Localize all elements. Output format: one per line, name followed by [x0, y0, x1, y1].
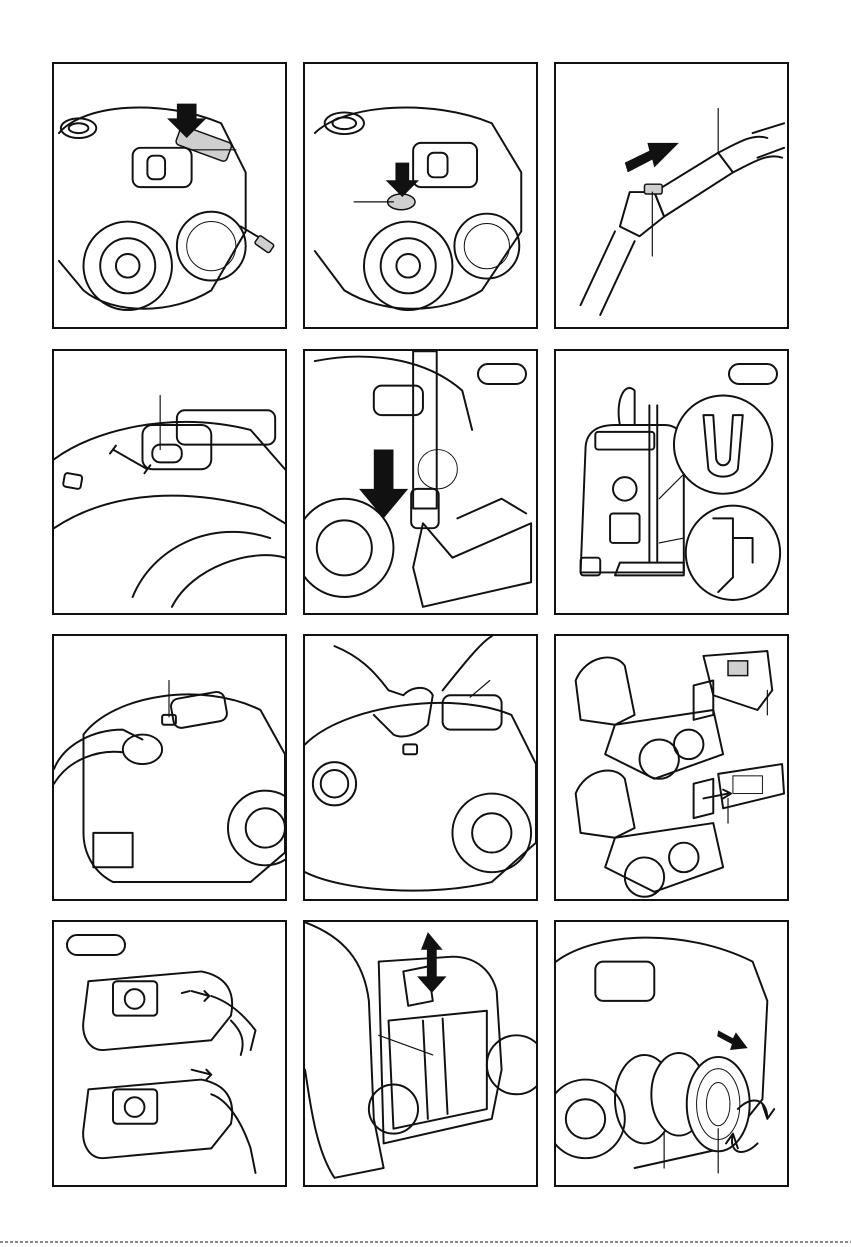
bag-holder-insert-icon	[556, 636, 787, 899]
upright-storage-icon	[556, 351, 787, 613]
figure-1-cord-rewind	[52, 62, 287, 329]
figure-7-bag-indicator	[52, 634, 287, 901]
figure-4-suction-regulator	[52, 349, 287, 615]
figure-6-upright-storage	[554, 349, 789, 615]
figure-8-open-cover	[303, 634, 538, 901]
figure-5-tube-parking	[303, 349, 538, 615]
suction-regulator-slider-icon	[54, 351, 285, 613]
motor-filter-lift-icon	[305, 922, 536, 1185]
figure-11-motor-filter	[303, 920, 538, 1187]
vacuum-cord-release-icon	[54, 64, 285, 327]
open-cover-icon	[305, 636, 536, 899]
bag-indicator-icon	[54, 636, 285, 899]
figure-9-bag-holder	[554, 634, 789, 901]
telescopic-tube-adjust-icon	[556, 64, 787, 327]
page-footer-rule	[0, 1238, 851, 1247]
figure-2-power-switch	[303, 62, 538, 329]
exhaust-filter-rotate-icon	[556, 922, 787, 1185]
tube-parking-icon	[305, 351, 536, 613]
figure-10-dust-bag	[52, 920, 287, 1187]
dust-bag-slide-icon	[54, 922, 285, 1185]
figure-3-telescopic-tube	[554, 62, 789, 329]
figure-12-exhaust-filter	[554, 920, 789, 1187]
vacuum-power-button-icon	[305, 64, 536, 327]
